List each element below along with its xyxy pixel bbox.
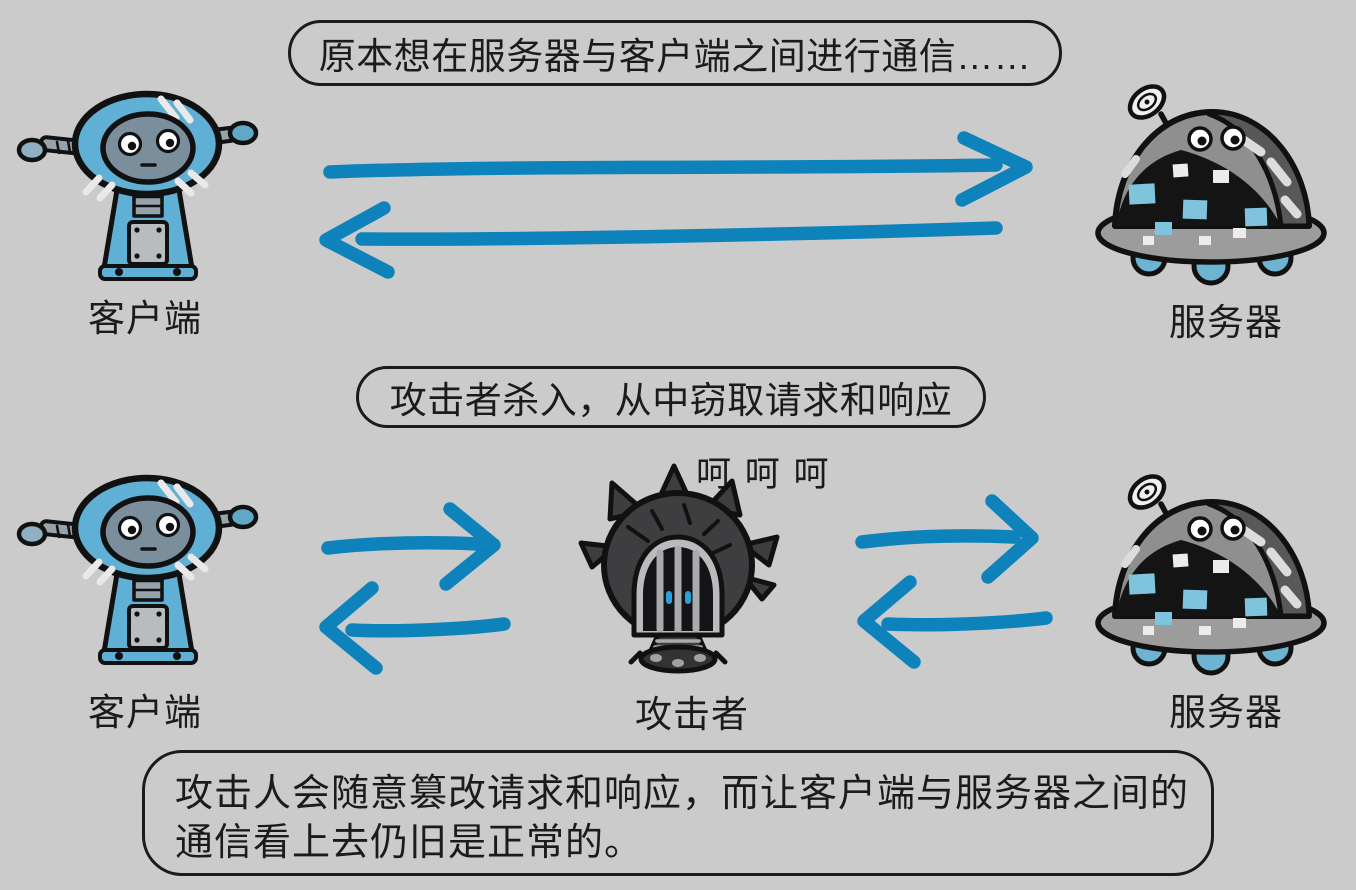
- attacker-icon: [578, 463, 783, 673]
- scene2-client-label: 客户端: [88, 692, 202, 733]
- caption-box: 攻击人会随意篡改请求和响应，而让客户端与服务器之间的 通信看上去仍旧是正常的。: [142, 750, 1214, 876]
- scene1-callout: 原本想在服务器与客户端之间进行通信……: [288, 20, 1062, 86]
- scene2-server-response-arrow-icon: [857, 575, 1053, 669]
- caption-line-2: 通信看上去仍旧是正常的。: [175, 822, 644, 864]
- scene2-client-request-arrow-icon: [321, 502, 501, 591]
- scene2-client-response-arrow-icon: [319, 581, 511, 675]
- scene2-server-label: 服务器: [1169, 692, 1283, 733]
- client-robot-icon: [15, 92, 260, 284]
- scene1-callout-text: 原本想在服务器与客户端之间进行通信……: [318, 36, 1032, 77]
- caption-line-1: 攻击人会随意篡改请求和响应，而让客户端与服务器之间的: [175, 773, 1190, 815]
- server-robot-icon: [1085, 466, 1335, 676]
- attacker-laugh-text: 呵 呵 呵: [696, 455, 831, 494]
- scene1-client-label: 客户端: [88, 298, 202, 339]
- scene2-server-request-arrow-icon: [855, 494, 1039, 584]
- client-robot-icon: [15, 476, 260, 668]
- scene1-response-arrow-icon: [319, 201, 1003, 279]
- scene2-callout: 攻击者杀入，从中窃取请求和响应: [356, 366, 986, 428]
- scene2-callout-text: 攻击者杀入，从中窃取请求和响应: [389, 380, 953, 421]
- scene1-server-label: 服务器: [1169, 302, 1283, 343]
- scene1-request-arrow-icon: [323, 131, 1033, 207]
- scene2-attacker-label: 攻击者: [635, 694, 749, 735]
- server-robot-icon: [1085, 76, 1335, 286]
